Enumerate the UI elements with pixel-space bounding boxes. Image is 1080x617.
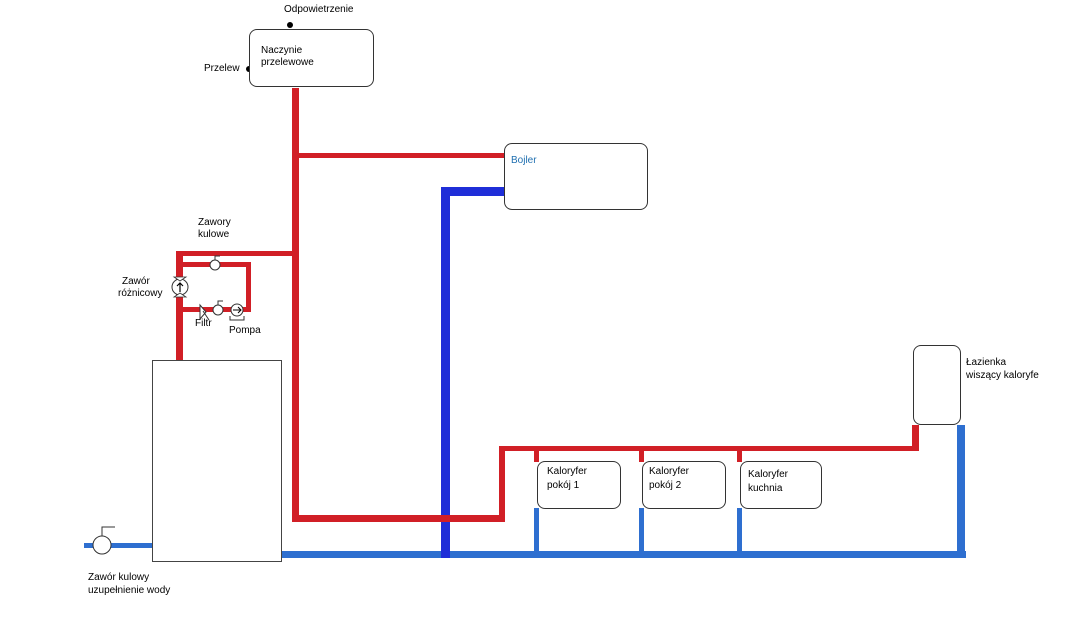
bottom-return-pipe xyxy=(282,551,966,558)
kaloryfer1-return xyxy=(534,508,539,553)
bojler-label: Bojler xyxy=(511,155,537,166)
bojler-return-horizontal xyxy=(441,187,505,196)
kaloryfer2-return xyxy=(639,508,644,553)
main-riser xyxy=(292,88,299,522)
lazienka-box xyxy=(913,345,961,425)
kaloryfer-header xyxy=(499,446,919,451)
zawory-label-2: kulowe xyxy=(198,229,230,240)
kaloryfer3-box xyxy=(740,461,822,509)
kaloryfer3-supply xyxy=(737,446,742,462)
kaloryfer3-label-1: Kaloryfer xyxy=(748,469,789,480)
pump-valve-icon xyxy=(212,300,224,316)
return-pipes-dark xyxy=(441,187,505,558)
kaloryfer1-label-1: Kaloryfer xyxy=(547,466,588,477)
naczynie-label-1: Naczynie xyxy=(261,45,303,56)
bottom-supply xyxy=(292,515,505,522)
zawor-kulowy-label-2: uzupełnienie wody xyxy=(88,585,171,596)
kaloryfer3-label-2: kuchnia xyxy=(748,483,783,494)
kaloryfer2-box xyxy=(642,461,726,509)
bojler-supply xyxy=(292,153,504,158)
kaloryfer1-box xyxy=(537,461,621,509)
filtr-label: Filtr xyxy=(195,318,212,329)
valve-loop-top xyxy=(176,251,299,256)
lazienka-return xyxy=(957,425,965,555)
przelew-label: Przelew xyxy=(204,63,240,74)
bojler-box xyxy=(504,143,648,210)
kaloryfer1-supply xyxy=(534,446,539,462)
lazienka-label-2: wiszący kaloryfe xyxy=(966,370,1039,381)
naczynie-przelewowe-box xyxy=(249,29,374,87)
boiler-riser xyxy=(176,251,183,361)
pump-icon xyxy=(229,303,245,321)
lazienka-label-1: Łazienka xyxy=(966,357,1007,368)
odpowietrzenie-label: Odpowietrzenie xyxy=(284,4,354,15)
zawor-roz-label-1: Zawór xyxy=(122,276,150,287)
pompa-label: Pompa xyxy=(229,325,261,336)
kaloryfer-riser xyxy=(499,446,505,522)
zawor-kulowy-label-1: Zawór kulowy xyxy=(88,572,150,583)
return-pipes-light xyxy=(84,425,966,558)
lazienka-supply xyxy=(912,425,919,451)
kaloryfer3-return xyxy=(737,508,742,553)
naczynie-label-2: przelewowe xyxy=(261,57,314,68)
kaloryfer1-label-2: pokój 1 xyxy=(547,480,580,491)
filter-icon xyxy=(199,303,210,321)
kaloryfer2-label-2: pokój 2 xyxy=(649,480,682,491)
inlet-valve-icon xyxy=(92,526,115,555)
ball-valve-icon xyxy=(209,255,221,271)
zawory-label-1: Zawory xyxy=(198,217,231,228)
pump-loop-right xyxy=(246,262,251,312)
kaloryfer2-supply xyxy=(639,446,644,462)
odpowietrzenie-dot xyxy=(287,22,293,28)
zawor-roz-label-2: różnicowy xyxy=(118,288,163,299)
supply-pipes xyxy=(176,88,919,522)
bojler-return-vertical xyxy=(441,187,450,558)
kaloryfer2-label-1: Kaloryfer xyxy=(649,466,690,477)
boiler-box xyxy=(152,360,282,562)
inlet-pipe xyxy=(84,543,156,548)
differential-valve-icon xyxy=(171,276,189,298)
